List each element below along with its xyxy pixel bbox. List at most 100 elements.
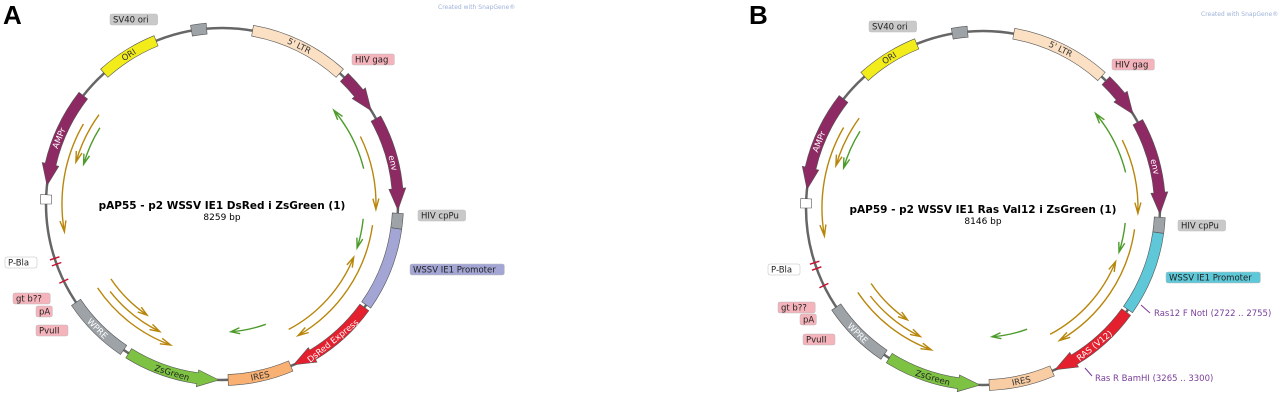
orf-arrows-a xyxy=(59,108,380,346)
orf-arrow-7 xyxy=(109,290,162,333)
plasmid-size-b: 8146 bp xyxy=(964,217,1001,227)
orf-arrow-1 xyxy=(1094,111,1127,173)
orf-arrow-8 xyxy=(870,283,910,322)
hivgag-label-bg xyxy=(1111,58,1155,71)
orf-arrow-11 xyxy=(819,127,845,239)
orf-arrow-0 xyxy=(1121,139,1142,217)
orf-arrow-5 xyxy=(989,328,1028,340)
hivcppu-label: HIV cpPu xyxy=(421,212,459,222)
hivgag-label: HIV gag xyxy=(1115,61,1148,71)
site-tick-pa xyxy=(51,261,62,267)
site-tick-pvuii xyxy=(819,282,829,289)
gtb-label-bg xyxy=(777,301,816,314)
pa-label: pA xyxy=(39,308,50,318)
site-tick-gtb xyxy=(49,256,60,261)
hivgag-label-bg xyxy=(351,53,395,66)
feature-ires-text: IRES xyxy=(1011,375,1032,389)
orf-arrow-6 xyxy=(857,292,934,351)
feature-insert xyxy=(1054,308,1132,371)
feature-pbla xyxy=(40,194,53,205)
hivcppu-label: HIV cpPu xyxy=(1181,222,1219,232)
feature-hivcppu xyxy=(1152,216,1166,234)
site-tick-pa xyxy=(811,266,822,271)
feature-ampr xyxy=(41,91,89,187)
feature-zsgreen xyxy=(125,348,220,388)
sv40-label: SV40 ori xyxy=(113,16,149,26)
orf-arrow-10 xyxy=(842,130,861,171)
sv40-label-bg xyxy=(109,13,158,26)
orf-arrow-9 xyxy=(835,117,860,169)
feature-hivcppu xyxy=(390,212,404,230)
orf-arrow-4 xyxy=(288,255,355,331)
primer-forward-label: Ras12 F NotI (2722 .. 2755) xyxy=(1154,309,1271,319)
feature-env xyxy=(1132,119,1169,216)
feature-env-text: env xyxy=(1147,158,1160,176)
feature-env-text: env xyxy=(385,154,398,172)
gtb-label-bg xyxy=(12,292,51,305)
hivcppu-label-bg xyxy=(1177,219,1226,232)
orf-arrow-11 xyxy=(59,123,85,235)
orf-arrow-3 xyxy=(1118,222,1126,255)
feature-insert-text: RAS (V12) xyxy=(1075,329,1115,364)
gtb-label: gt b?? xyxy=(16,295,42,305)
feature-promoter xyxy=(361,227,403,309)
panel-letter-b: B xyxy=(749,0,768,30)
promoter-label-bg xyxy=(1165,271,1261,284)
feature-env xyxy=(370,115,407,211)
feature-zsgreen xyxy=(885,352,981,393)
orf-arrow-7 xyxy=(869,295,923,338)
plasmid-title-a: pAP55 - p2 WSSV IE1 DsRed i ZsGreen (1) xyxy=(99,200,346,212)
gtb-label: gt b?? xyxy=(781,304,807,314)
sv40-label: SV40 ori xyxy=(872,23,908,33)
orf-arrow-3 xyxy=(356,218,364,251)
pvuii-label: PvuII xyxy=(806,336,827,346)
site-tick-pvuii xyxy=(58,278,69,284)
orf-arrow-6 xyxy=(97,287,174,346)
feature-ires xyxy=(988,365,1055,391)
pa-label-bg xyxy=(799,313,817,326)
feature-sv40 xyxy=(190,22,208,37)
snapgene-watermark-b: Created with SnapGene® xyxy=(1201,11,1278,18)
site-tick-gtb xyxy=(809,260,820,265)
orf-arrow-2 xyxy=(295,225,374,337)
feature-ampr-text: AMPr xyxy=(51,126,69,150)
pa-label: pA xyxy=(803,316,814,326)
plasmid-map-b: B Created with SnapGene® pAP59 - p2 WSSV… xyxy=(749,0,1278,393)
promoter-label: WSSV IE1 Promoter xyxy=(1169,274,1252,284)
orf-arrow-4 xyxy=(1049,259,1117,335)
orf-arrow-2 xyxy=(1057,229,1136,342)
orf-arrows-b xyxy=(819,111,1142,351)
pbla-label: P-Bla xyxy=(8,259,29,269)
panel-letter-a: A xyxy=(3,0,22,30)
promoter-label: WSSV IE1 Promoter xyxy=(413,266,496,276)
orf-arrow-8 xyxy=(110,278,149,317)
feature-ltr5 xyxy=(1012,27,1106,82)
feature-ori xyxy=(100,35,159,78)
plasmid-map-a: A Created with SnapGene® pAP55 - p2 WSSV… xyxy=(3,0,515,388)
feature-ampr-text: AMPr xyxy=(811,130,829,154)
promoter-label-bg xyxy=(409,263,505,276)
feature-ires xyxy=(227,360,294,386)
plasmid-title-b: pAP59 - p2 WSSV IE1 Ras Val12 i ZsGreen … xyxy=(850,204,1117,216)
primer-tick-0 xyxy=(1140,304,1151,314)
pbla-label: P-Bla xyxy=(771,266,792,276)
feature-ltr5 xyxy=(251,24,344,78)
feature-wpre xyxy=(831,303,888,360)
feature-pbla xyxy=(800,198,813,209)
orf-arrow-1 xyxy=(332,108,365,169)
hivcppu-label-bg xyxy=(417,209,466,222)
pbla-label-bg xyxy=(4,256,38,269)
pbla-label-bg xyxy=(767,263,801,276)
primer-tick-1 xyxy=(1084,367,1093,377)
feature-hivgag xyxy=(339,72,372,112)
pvuii-label: PvuII xyxy=(39,327,60,337)
pa-label-bg xyxy=(35,305,53,318)
sv40-label-bg xyxy=(868,20,917,33)
pvuii-label-bg xyxy=(802,333,836,346)
feature-ori xyxy=(860,38,920,82)
hivgag-label: HIV gag xyxy=(355,56,388,66)
